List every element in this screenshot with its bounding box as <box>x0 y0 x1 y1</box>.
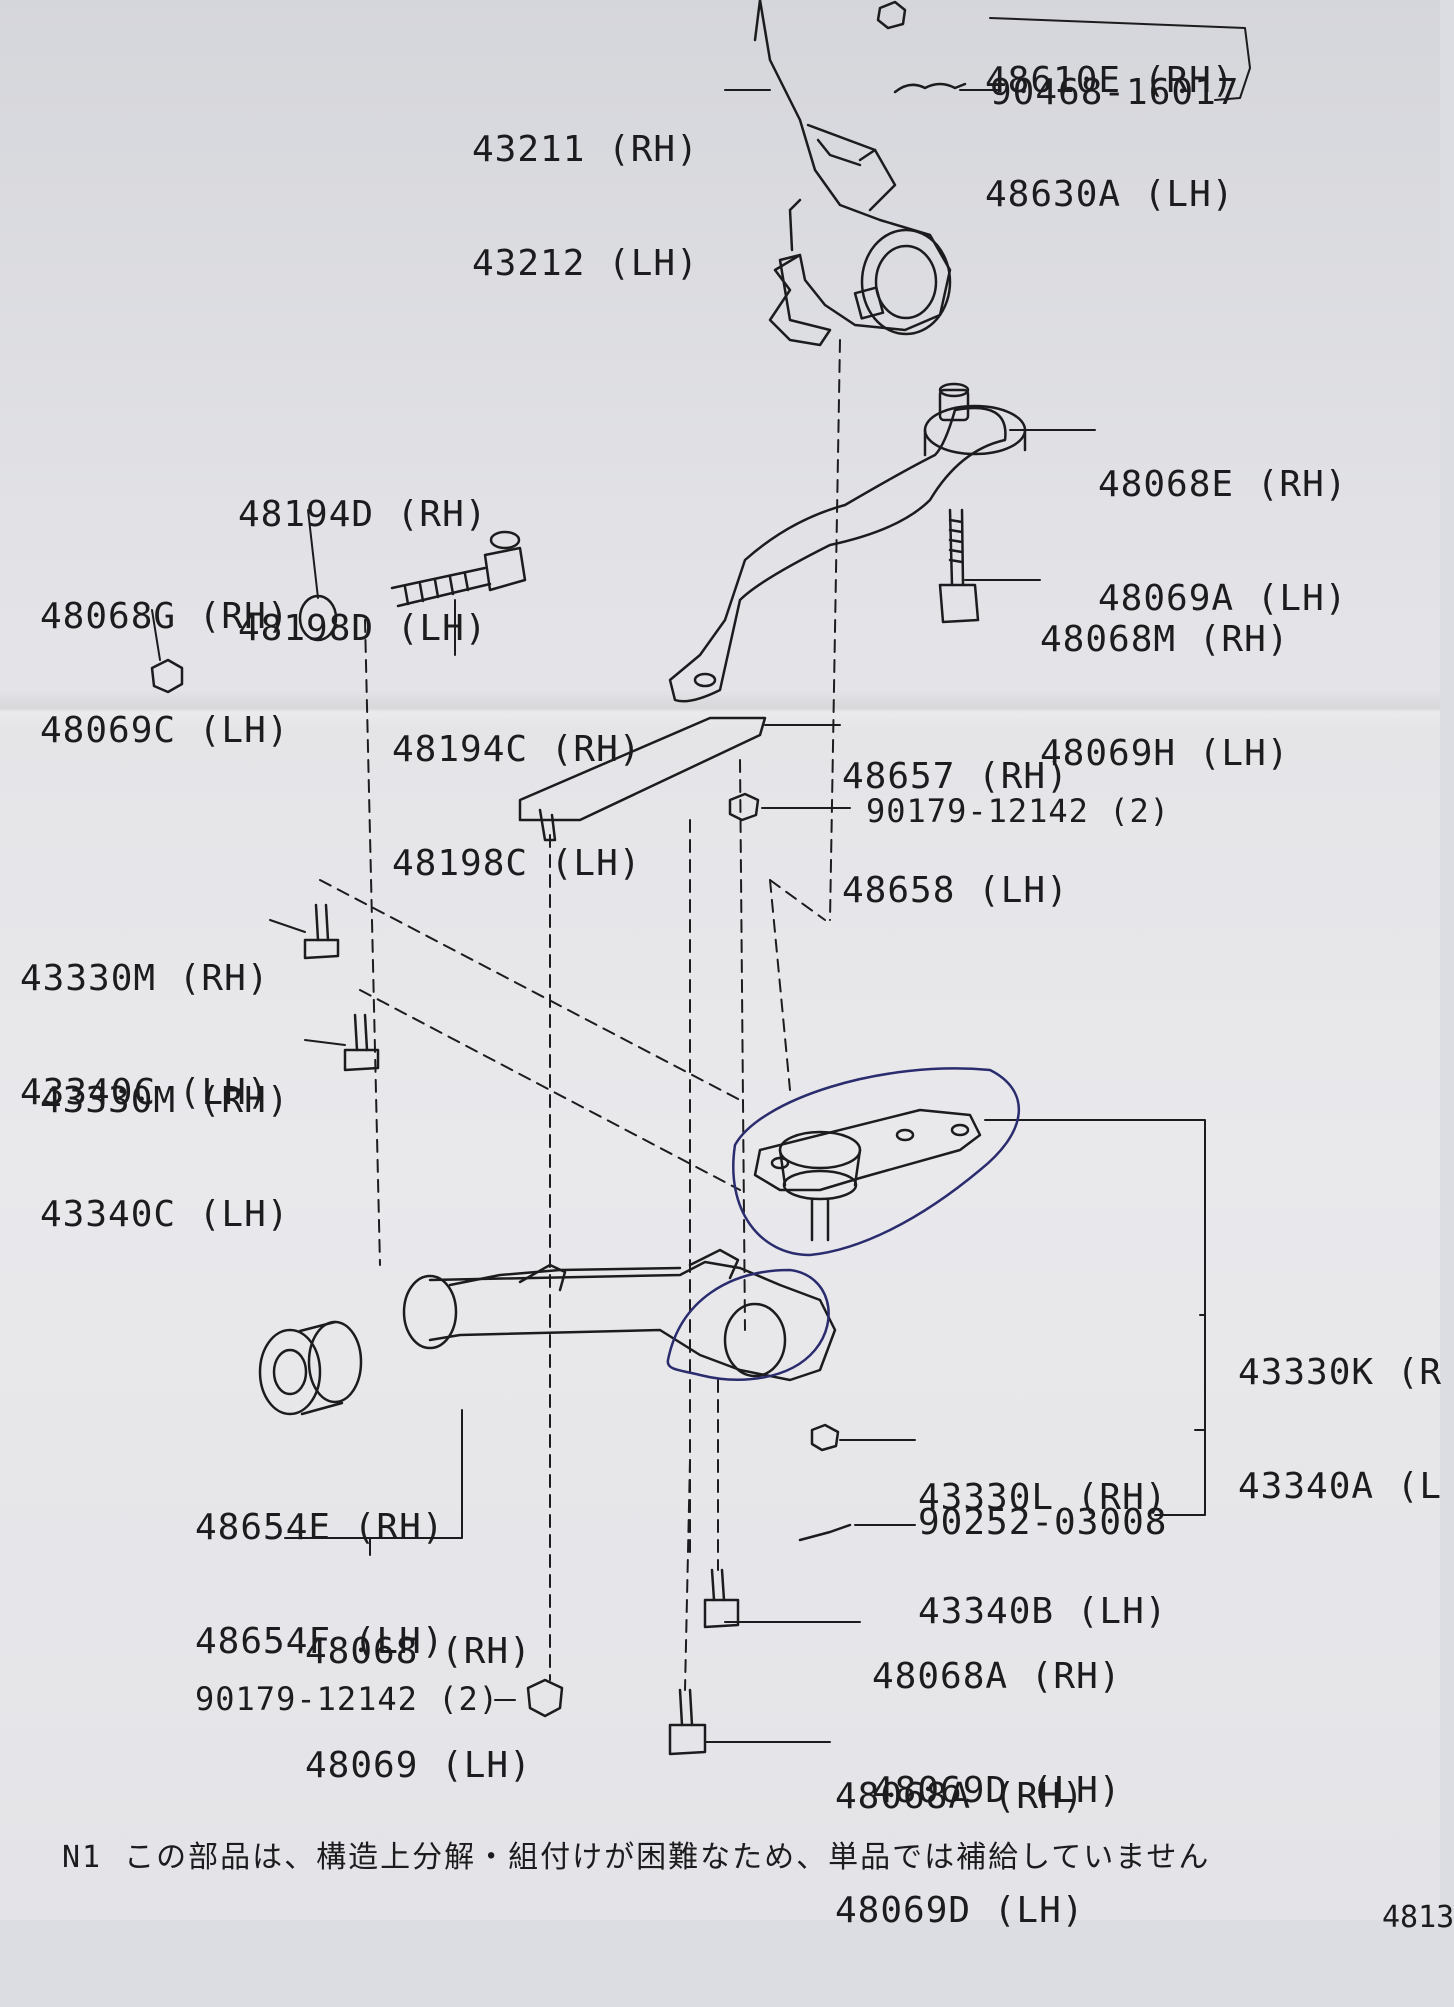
label-90468-16017: 90468-16017 <box>990 72 1240 113</box>
label-48068A-a-rh: 48068A (RH) <box>872 1656 1122 1697</box>
highlight-circles <box>666 1067 1021 1381</box>
label-48068-rh: 48068 (RH) <box>305 1631 532 1672</box>
cotter-pin-90252-part <box>798 1523 852 1542</box>
label-48068A-a: 48068A (RH) 48069D (LH) <box>872 1582 1121 1886</box>
label-43330M-b: 43330M (RH) 43340C (LH) <box>40 1006 289 1310</box>
label-43330M-a: 43330M (RH) 43340C (LH) <box>20 884 269 1188</box>
label-43330L: 43330L (RH) 43340B (LH) <box>918 1403 1167 1707</box>
label-48610E-rh: 48610E (RH) <box>985 60 1235 101</box>
bolt-43330M-b-part <box>343 1013 380 1072</box>
steering-knuckle-part <box>753 0 952 347</box>
parts-diagram-sheet: 48610E (RH) 48630A (LH) 90468-16017 4321… <box>0 0 1454 1935</box>
label-48068A-b-rh: 48068A (RH) <box>835 1776 1085 1817</box>
label-43211-rh: 43211 (RH) <box>472 129 699 170</box>
label-48194D: 48194D (RH) 48198D (LH) <box>238 420 487 724</box>
label-48069D-a-lh: 48069D (LH) <box>872 1770 1122 1811</box>
label-43330L-rh: 43330L (RH) <box>918 1477 1168 1518</box>
label-48068E: 48068E (RH) 48069A (LH) <box>1098 390 1347 694</box>
label-48194C: 48194C (RH) 48198C (LH) <box>392 655 641 959</box>
label-48657-rh: 48657 (RH) <box>842 756 1069 797</box>
label-48069A-lh: 48069A (LH) <box>1098 578 1348 619</box>
label-48068M-rh: 48068M (RH) <box>1040 619 1290 660</box>
label-48194D-rh: 48194D (RH) <box>238 494 488 535</box>
bolt-48068A-a-part <box>703 1568 740 1629</box>
label-90252-03008: 90252-03008 <box>918 1502 1168 1543</box>
nut-90179-lower-part <box>526 1678 564 1718</box>
label-48654E-rh: 48654E (RH) <box>195 1507 445 1548</box>
label-48068A-b: 48068A (RH) 48069D (LH) <box>835 1702 1084 2006</box>
cotter-pin-90468-part <box>893 82 967 94</box>
bolt-43330M-a-part <box>303 903 340 960</box>
label-90179-12142-lower: 90179-12142 (2) <box>195 1680 499 1718</box>
bushing-48654E-part <box>258 1320 363 1416</box>
footnote-code: N1 <box>62 1840 103 1875</box>
label-43340C-a-lh: 43340C (LH) <box>20 1072 270 1113</box>
label-48610E: 48610E (RH) 48630A (LH) <box>985 0 1234 290</box>
nut-43330L-part <box>810 1423 840 1452</box>
label-48198D-lh: 48198D (LH) <box>238 608 488 649</box>
label-43340C-b-lh: 43340C (LH) <box>40 1194 290 1235</box>
label-48630A-lh: 48630A (LH) <box>985 174 1235 215</box>
ball-joint-43330K-part <box>753 1108 982 1242</box>
assembly-dashed-lines <box>319 339 841 1691</box>
footnote-text: この部品は、構造上分解・組付けが困難なため、単品では補給していません <box>124 1840 1211 1875</box>
footnote: N1 この部品は、構造上分解・組付けが困難なため、単品では補給していません <box>62 1832 1210 1876</box>
label-48068M: 48068M (RH) 48069H (LH) <box>1040 545 1289 849</box>
nut-48068G-part <box>150 658 184 694</box>
label-43340B-lh: 43340B (LH) <box>918 1591 1168 1632</box>
label-48194C-rh: 48194C (RH) <box>392 729 642 770</box>
label-48198C-lh: 48198C (LH) <box>392 843 642 884</box>
label-48069H-lh: 48069H (LH) <box>1040 733 1290 774</box>
label-48068E-rh: 48068E (RH) <box>1098 464 1348 505</box>
bolt-48068A-b-part <box>668 1688 707 1756</box>
corner-page-number: 4813 <box>1382 1900 1454 1935</box>
label-48068: 48068 (RH) 48069 (LH) <box>305 1557 532 1861</box>
label-43330K-rh: 43330K (R <box>1238 1352 1443 1393</box>
label-48069C-lh: 48069C (LH) <box>40 710 290 751</box>
steering-knuckle-arm-part <box>668 382 1027 703</box>
label-43211: 43211 (RH) 43212 (LH) <box>472 55 699 359</box>
label-48654E: 48654E (RH) 48654F (LH) <box>195 1433 444 1737</box>
bolt-48194C-part <box>390 530 527 608</box>
exploded-view-drawing <box>150 0 1251 1756</box>
label-48658-lh: 48658 (LH) <box>842 870 1069 911</box>
label-48068G-rh: 48068G (RH) <box>40 596 290 637</box>
label-48654F-lh: 48654F (LH) <box>195 1621 445 1662</box>
label-43330M-b-rh: 43330M (RH) <box>40 1080 290 1121</box>
label-48069-lh: 48069 (LH) <box>305 1745 532 1786</box>
label-43340A-lh: 43340A (L <box>1238 1466 1443 1507</box>
nut-90179-upper-part <box>728 792 760 822</box>
label-48657: 48657 (RH) 48658 (LH) <box>842 682 1069 986</box>
paper-fold <box>0 690 1440 730</box>
lower-control-arm-part <box>402 1248 837 1382</box>
label-43330K: 43330K (R 43340A (L <box>1238 1278 1442 1582</box>
bolt-48068M-part <box>938 508 980 624</box>
leader-lines <box>151 17 1251 1743</box>
label-48068G: 48068G (RH) 48069C (LH) <box>40 522 289 826</box>
label-48069D-b-lh: 48069D (LH) <box>835 1890 1085 1931</box>
nut-48610E-part <box>876 0 907 30</box>
label-43212-lh: 43212 (LH) <box>472 243 699 284</box>
label-90179-12142-upper: 90179-12142 (2) <box>866 792 1170 830</box>
label-43330M-a-rh: 43330M (RH) <box>20 958 270 999</box>
